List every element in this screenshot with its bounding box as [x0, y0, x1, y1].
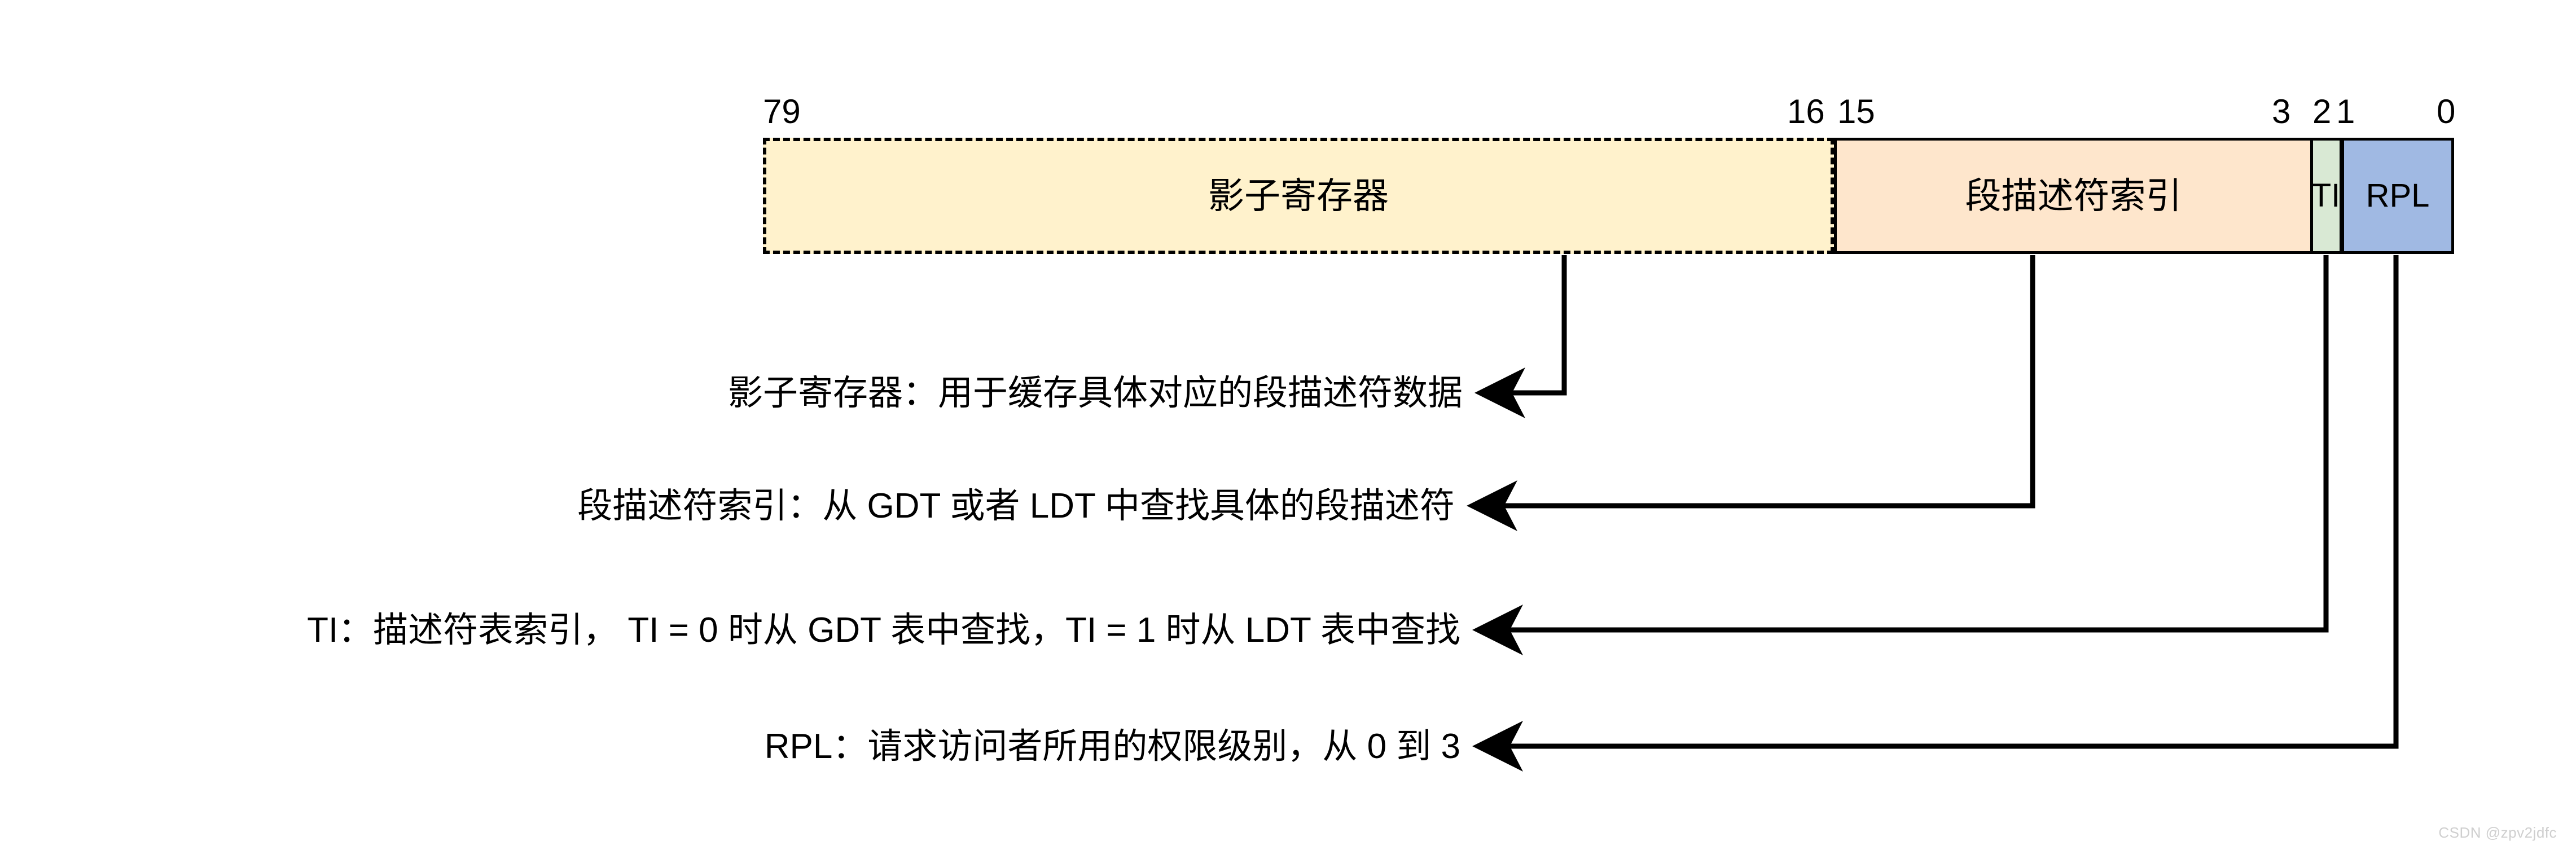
leader-segment-descriptor-index	[1467, 255, 2035, 531]
field-segment-descriptor-index: 段描述符索引	[1834, 138, 2310, 254]
field-rpl: RPL	[2341, 138, 2454, 254]
field-separator-ti	[2310, 139, 2313, 253]
annotation-segment-descriptor-index: 段描述符索引：从 GDT 或者 LDT 中查找具体的段描述符	[577, 487, 1455, 525]
annotation-ti: TI：描述符表索引， TI = 0 时从 GDT 表中查找，TI = 1 时从 …	[307, 611, 1460, 650]
watermark: CSDN @zpv2jdfc	[2438, 824, 2557, 841]
annotation-shadow-register: 影子寄存器：用于缓存具体对应的段描述符数据	[727, 374, 1463, 413]
bit-label-3: 3	[2272, 93, 2291, 130]
annotation-rpl: RPL：请求访问者所用的权限级别，从 0 到 3	[764, 727, 1460, 766]
leader-ti	[1472, 255, 2329, 655]
bit-label-0: 0	[2437, 93, 2456, 130]
bit-label-15: 15	[1837, 93, 1875, 130]
leader-shadow-register	[1474, 255, 1567, 418]
leader-rpl	[1472, 255, 2399, 772]
field-ti: TI	[2310, 138, 2341, 254]
field-separator-rpl	[2340, 139, 2342, 253]
bit-label-2: 2	[2312, 93, 2332, 130]
bit-label-16: 16	[1787, 93, 1825, 130]
bit-label-79: 79	[763, 93, 801, 130]
bit-label-1: 1	[2336, 93, 2355, 130]
field-shadow-register: 影子寄存器	[763, 138, 1834, 254]
